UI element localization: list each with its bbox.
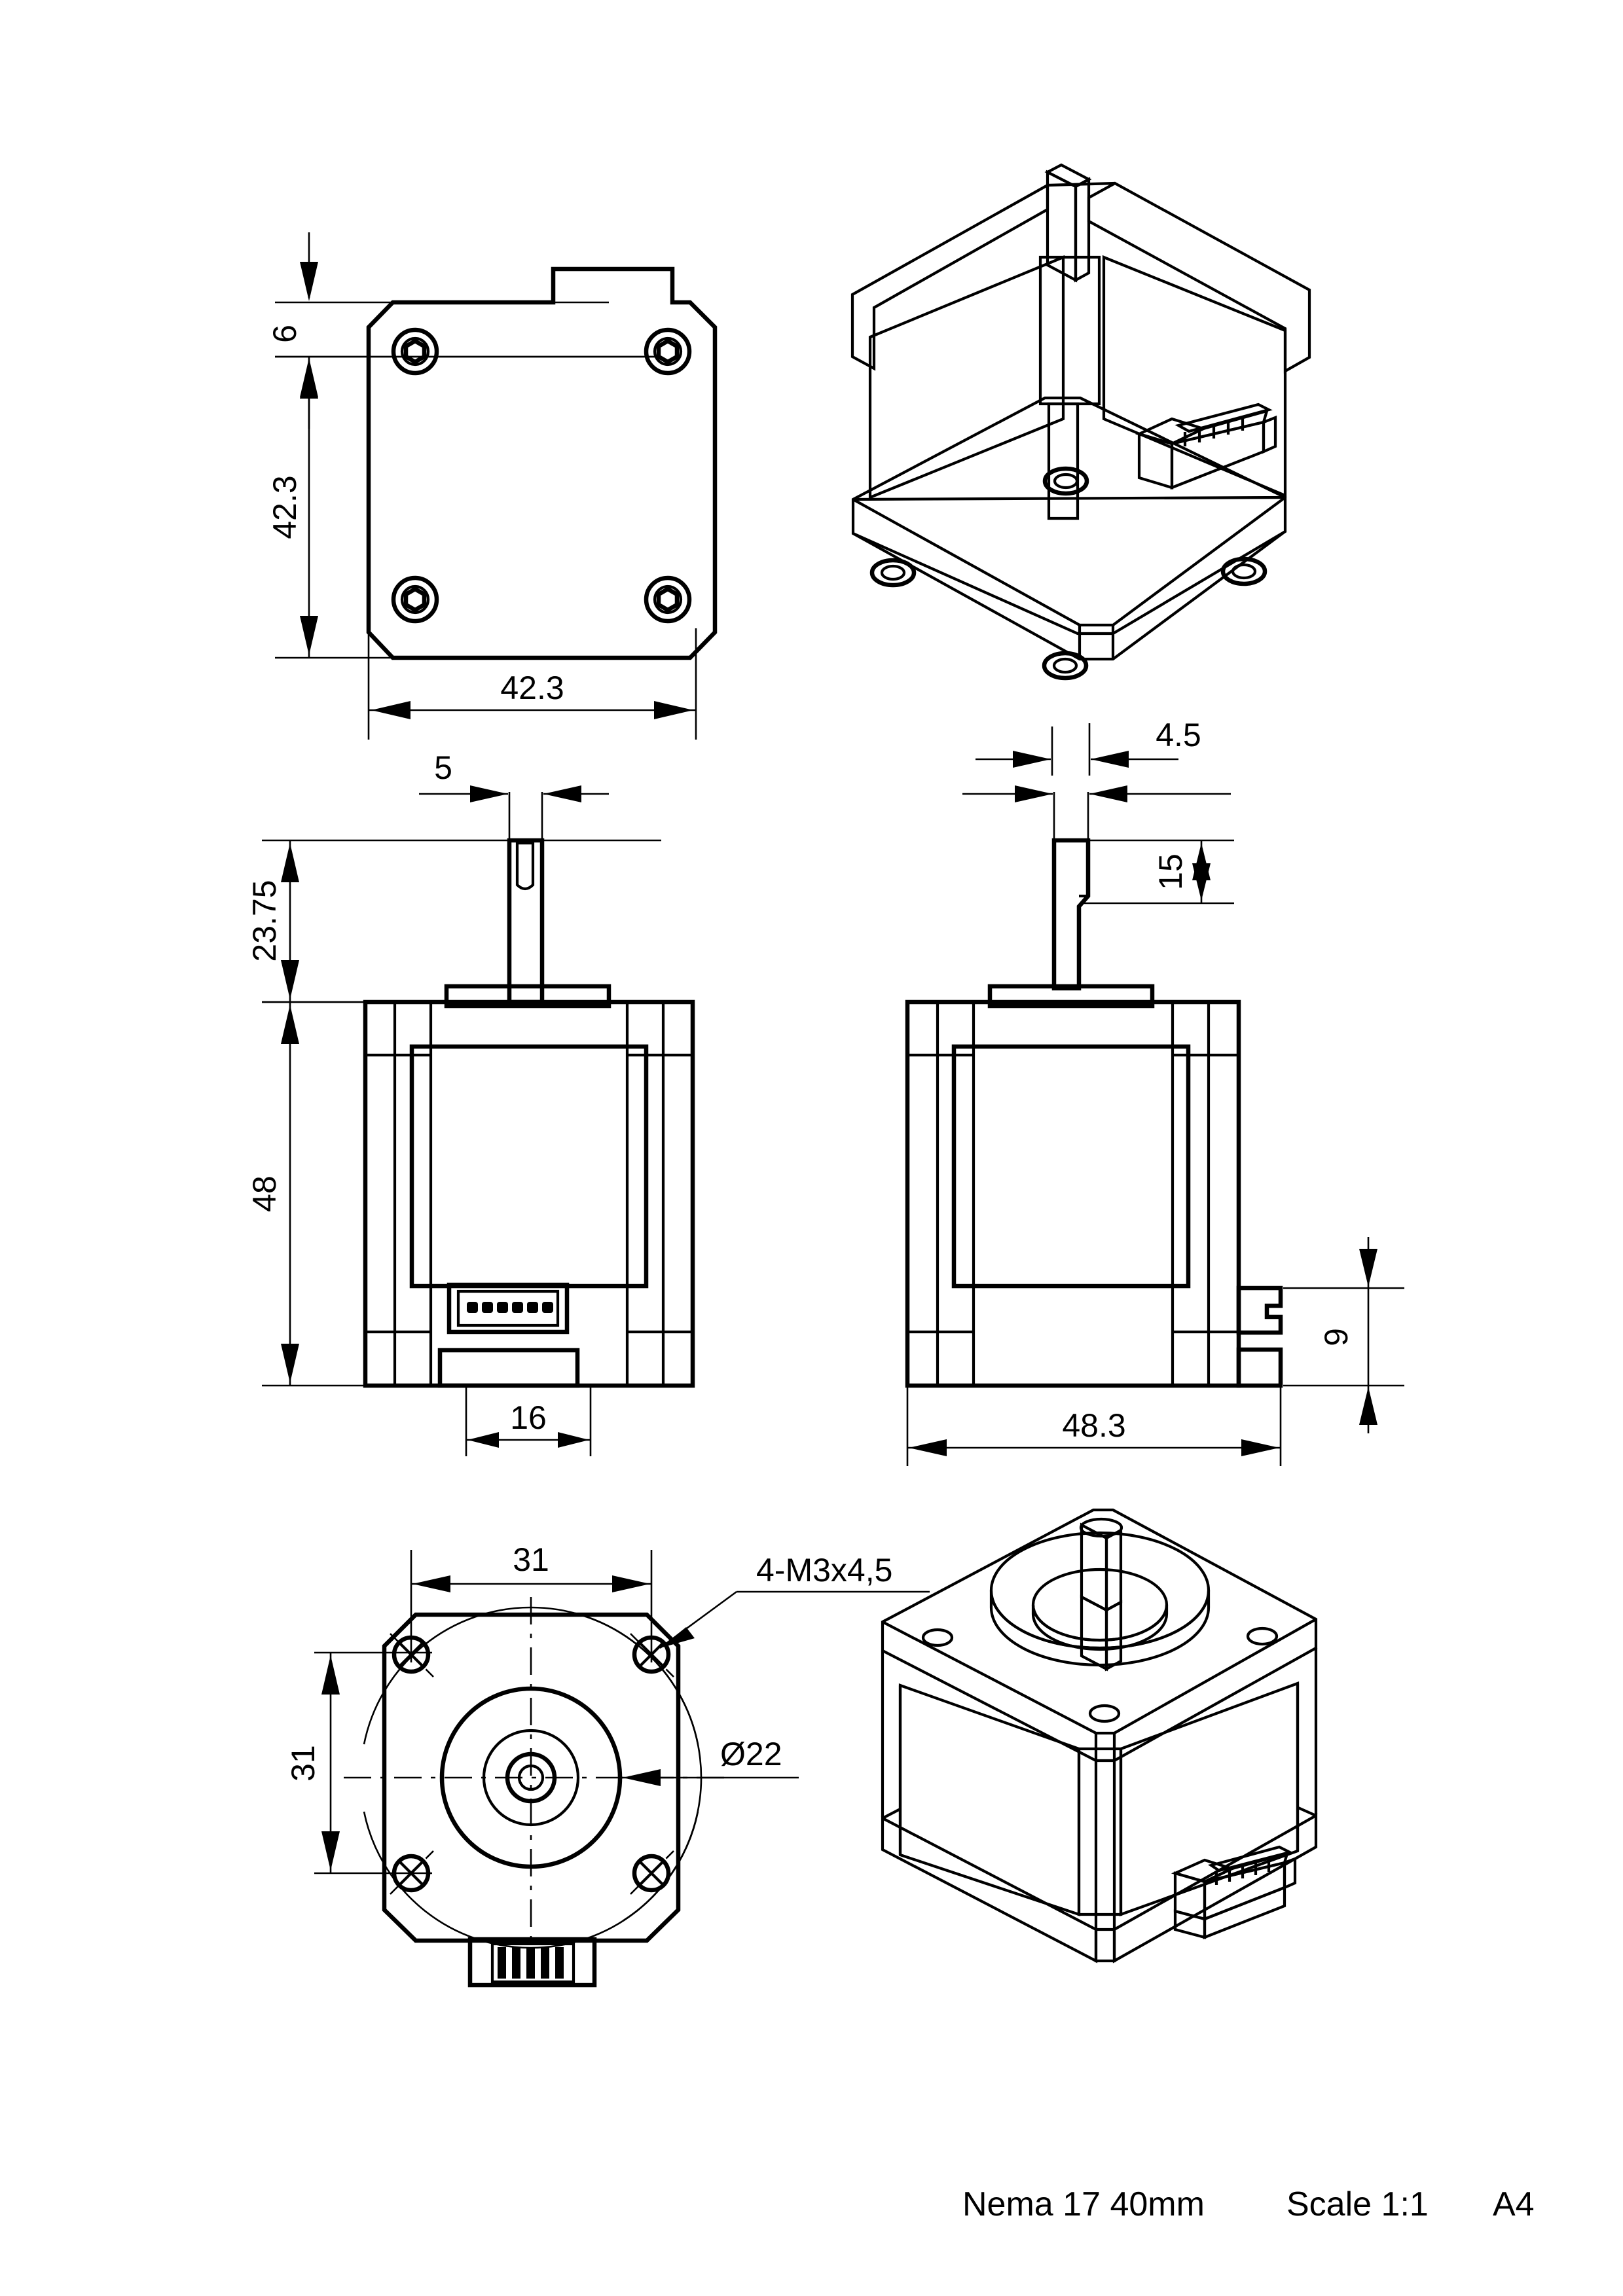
- dim-label-top-width: 42.3: [500, 670, 564, 706]
- title-block: Nema 17 40mm Scale 1:1 A4: [962, 2185, 1535, 2223]
- title-part-name: Nema 17 40mm: [962, 2185, 1205, 2223]
- dimension-31-y: 31: [285, 1651, 432, 1874]
- view-iso-below: 4.5: [850, 163, 1311, 776]
- dim-label-31-y: 31: [285, 1745, 321, 1782]
- callout-diameter-22: Ø22: [621, 1736, 799, 1786]
- iso2-top-plate: [881, 1508, 1318, 1763]
- dim-label-23-75: 23.75: [246, 880, 283, 961]
- side-shaft-extension-guide: [962, 785, 1231, 844]
- bottom-outline: [382, 1612, 681, 1943]
- view-side: 15: [905, 785, 1404, 1466]
- screw-hole-bottom-left: [391, 575, 439, 624]
- iso2-hole-front: [1088, 1704, 1121, 1723]
- dim-label-15: 15: [1152, 853, 1189, 890]
- dimension-width-42-3: [367, 628, 697, 740]
- dim-label-5: 5: [434, 749, 452, 786]
- side-connector: [1236, 1285, 1283, 1388]
- callout-label-mounting-holes: 4-M3x4,5: [756, 1552, 892, 1588]
- dim-label-48-3: 48.3: [1062, 1407, 1125, 1444]
- motor-top-outline: [366, 266, 718, 660]
- dim-label-top-height: 42.3: [266, 475, 303, 539]
- dim-label-9: 9: [1318, 1328, 1355, 1346]
- view-iso-above: [881, 1508, 1318, 1964]
- iso2-hole-left: [921, 1628, 954, 1647]
- screw-hole-top-right: [644, 327, 692, 376]
- screw-hole-bottom-right: [644, 575, 692, 624]
- callout-4-M3x4-5: 4-M3x4,5: [659, 1552, 930, 1649]
- iso-connector-top: [1135, 403, 1277, 490]
- dimension-15: 15: [1082, 839, 1234, 905]
- view-front: 23.75 48 5: [246, 749, 695, 1456]
- dim-label-4-5: 4.5: [1156, 717, 1201, 753]
- dim-label-48: 48: [246, 1175, 283, 1212]
- dimension-5: 5: [419, 749, 609, 844]
- dimension-48: 48: [246, 1001, 498, 1387]
- iso-shaft-top: [1044, 163, 1092, 283]
- front-shaft: [507, 838, 545, 1005]
- iso-bottom-hole-right: [1220, 556, 1267, 586]
- side-shaft: [1051, 838, 1091, 991]
- view-bottom: 31 31: [285, 1541, 930, 1988]
- dimension-height-42-3: [275, 355, 661, 659]
- iso2-connector: [1171, 1845, 1297, 1940]
- front-body: [363, 999, 695, 1388]
- dimension-48-3: 48.3: [906, 1386, 1282, 1466]
- dimension-9: 9: [1283, 1237, 1404, 1433]
- iso2-bottom-plate: [881, 1806, 1318, 1964]
- iso2-hole-right: [1246, 1626, 1279, 1646]
- iso-bottom-hole-left: [869, 558, 917, 588]
- dimension-23-75: 23.75: [246, 839, 661, 1003]
- dim-label-diameter-22: Ø22: [720, 1736, 782, 1772]
- dimension-4-5: 4.5: [976, 717, 1201, 776]
- dimension-31-x: 31: [410, 1541, 653, 1662]
- dimension-6: [275, 232, 661, 429]
- title-scale: Scale 1:1: [1286, 2185, 1429, 2223]
- iso-bottom-hole-center: [1042, 466, 1089, 496]
- title-sheet-size: A4: [1493, 2185, 1535, 2223]
- front-connector: [437, 1282, 580, 1388]
- dim-label-top-6: 6: [266, 325, 303, 343]
- iso-bottom-hole-front: [1042, 651, 1089, 681]
- dimension-16: 16: [465, 1386, 592, 1456]
- side-body: [905, 999, 1241, 1388]
- dim-label-31-x: 31: [513, 1541, 549, 1578]
- view-top: 6 42.3 42.3: [266, 232, 718, 740]
- dim-label-16: 16: [510, 1399, 547, 1436]
- screw-hole-top-left: [391, 327, 439, 376]
- bottom-connector: [467, 1937, 597, 1988]
